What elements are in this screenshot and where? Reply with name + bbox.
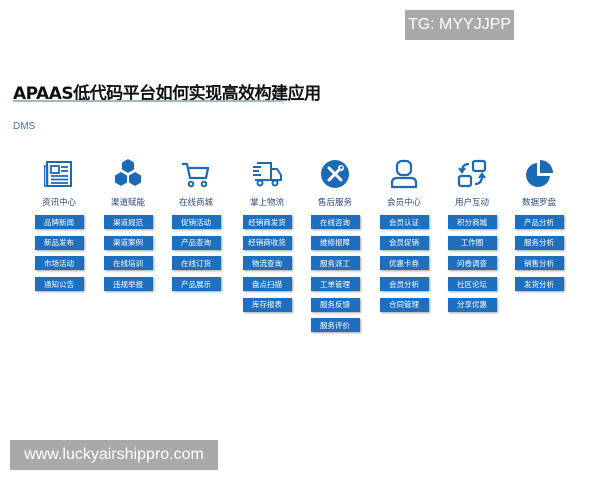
column-label: 数据罗盘 (521, 198, 556, 208)
column-label: 渠道赋能 (110, 198, 145, 208)
column-user-interaction: 用户互动 积分商城 工作圈 问卷调查 社区论坛 分享优惠 (442, 158, 502, 312)
button-survey[interactable]: 问卷调查 (447, 256, 497, 271)
column-data-compass: 数据罗盘 产品分析 服务分析 销售分析 发货分析 (509, 158, 569, 292)
button-notices[interactable]: 通知公告 (34, 277, 84, 292)
button-market-activities[interactable]: 市场活动 (34, 256, 84, 271)
column-member-center: 会员中心 会员认证 会员促销 优惠卡券 会员分析 合同管理 (374, 158, 434, 312)
button-points-mall[interactable]: 积分商城 (447, 215, 497, 229)
watermark-bottom: www.luckyairshippro.com (10, 440, 218, 470)
column-label: 在线商城 (178, 198, 213, 208)
button-inventory-scan[interactable]: 盘点扫描 (242, 277, 292, 292)
button-promotions[interactable]: 促销活动 (171, 215, 221, 229)
column-label: 售后服务 (317, 198, 352, 208)
button-member-promotion[interactable]: 会员促销 (379, 235, 429, 250)
button-member-verification[interactable]: 会员认证 (379, 215, 429, 229)
button-sales-analysis[interactable]: 销售分析 (514, 256, 564, 271)
button-channel-cases[interactable]: 渠道案例 (103, 235, 153, 250)
column-label: 资讯中心 (41, 198, 76, 208)
newspaper-icon (43, 158, 75, 190)
button-online-training[interactable]: 在线培训 (103, 256, 153, 271)
button-community-forum[interactable]: 社区论坛 (447, 277, 497, 292)
column-label: 用户互动 (454, 198, 489, 208)
button-online-consult[interactable]: 在线咨询 (310, 215, 360, 229)
button-share-discount[interactable]: 分享优惠 (447, 297, 497, 312)
watermark-top: TG: MYYJJPP (405, 10, 514, 40)
button-channel-rules[interactable]: 渠道规范 (103, 215, 153, 229)
column-label: 掌上物流 (249, 198, 284, 208)
column-online-mall: 在线商城 促销活动 产品查询 在线订货 产品展示 (166, 158, 226, 292)
button-product-display[interactable]: 产品展示 (171, 277, 221, 292)
hexagons-icon (112, 158, 144, 190)
button-service-analysis[interactable]: 服务分析 (514, 235, 564, 250)
button-online-order[interactable]: 在线订货 (171, 256, 221, 271)
button-work-circle[interactable]: 工作圈 (447, 235, 497, 250)
exchange-icon (456, 158, 488, 190)
button-ticket-management[interactable]: 工单管理 (310, 277, 360, 292)
column-news-center: 资讯中心 品牌新闻 新品发布 市场活动 通知公告 (29, 158, 89, 292)
column-label: 会员中心 (386, 198, 421, 208)
shopping-cart-icon (180, 158, 212, 190)
button-dealer-receipt[interactable]: 经销商收货 (242, 235, 292, 250)
user-icon (388, 158, 420, 190)
button-brand-news[interactable]: 品牌新闻 (34, 215, 84, 229)
button-coupons[interactable]: 优惠卡券 (379, 256, 429, 271)
button-repair-report[interactable]: 维修报障 (310, 235, 360, 250)
column-after-sales: 售后服务 在线咨询 维修报障 服务派工 工单管理 服务反馈 服务评价 (305, 158, 365, 333)
button-dealer-shipment[interactable]: 经销商发货 (242, 215, 292, 229)
button-service-dispatch[interactable]: 服务派工 (310, 256, 360, 271)
button-inventory-report[interactable]: 库存报表 (242, 297, 292, 312)
pie-chart-icon (523, 158, 555, 190)
delivery-truck-icon (251, 158, 283, 190)
button-product-analysis[interactable]: 产品分析 (514, 215, 564, 229)
column-channel-enablement: 渠道赋能 渠道规范 渠道案例 在线培训 违规举报 (98, 158, 158, 292)
tools-icon (319, 158, 351, 190)
page-title: APAAS低代码平台如何实现高效构建应用 (13, 84, 321, 104)
button-contract-management[interactable]: 合同管理 (379, 297, 429, 312)
button-violation-report[interactable]: 违规举报 (103, 277, 153, 292)
button-logistics-query[interactable]: 物流查询 (242, 256, 292, 271)
button-product-search[interactable]: 产品查询 (171, 235, 221, 250)
title-underline (13, 100, 284, 102)
button-shipment-analysis[interactable]: 发货分析 (514, 277, 564, 292)
button-service-feedback[interactable]: 服务反馈 (310, 297, 360, 312)
button-member-analysis[interactable]: 会员分析 (379, 277, 429, 292)
column-mobile-logistics: 掌上物流 经销商发货 经销商收货 物流查询 盘点扫描 库存报表 (237, 158, 297, 312)
button-service-rating[interactable]: 服务评价 (310, 318, 360, 333)
page-subtitle: DMS (13, 121, 36, 132)
button-new-product-release[interactable]: 新品发布 (34, 235, 84, 250)
